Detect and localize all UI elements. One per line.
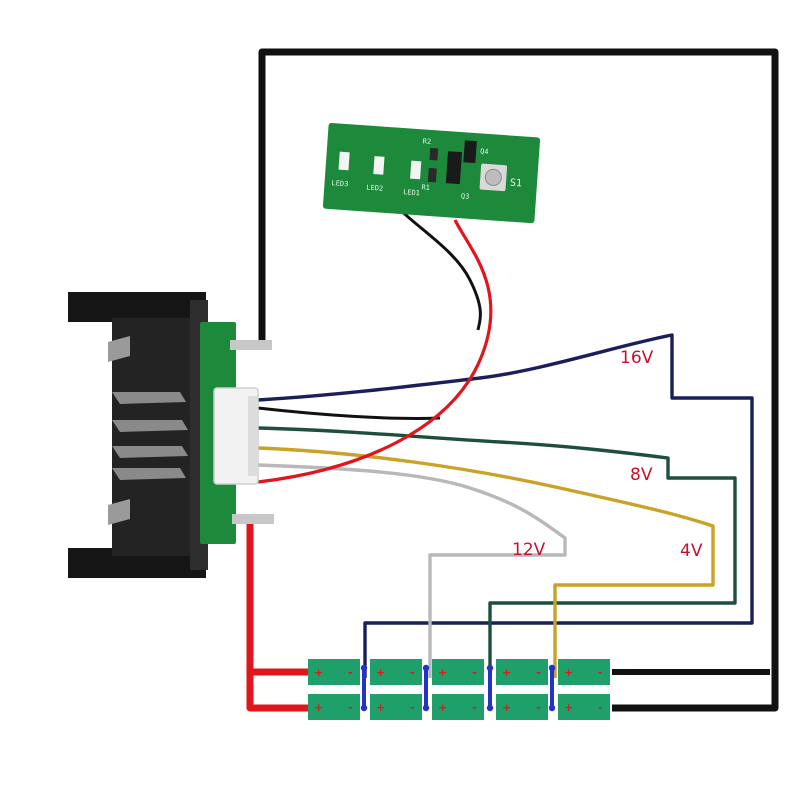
label-8v: 8V [630, 465, 653, 485]
tab-weld-dot [548, 704, 556, 712]
push-button-s1-icon [484, 168, 502, 186]
cell-minus-mark: - [410, 666, 415, 679]
battery-pack: + - + - + - + - + - + - + - + - + - + - [308, 659, 610, 720]
silkscreen-led1: LED1 [403, 188, 420, 197]
battery-cell [432, 659, 484, 685]
cell-minus-mark: - [598, 666, 603, 679]
red-main-wire [246, 520, 310, 712]
cell-minus-mark: - [348, 666, 353, 679]
transistor-q4-icon [463, 140, 477, 164]
battery-cell [308, 659, 360, 685]
gray-12v-wire [257, 463, 567, 678]
cell-minus-mark: - [472, 666, 477, 679]
battery-cell [432, 694, 484, 720]
silkscreen-s1: S1 [510, 178, 523, 190]
battery-cell [308, 694, 360, 720]
label-12v: 12V [512, 540, 546, 560]
silkscreen-q4: Q4 [480, 147, 489, 156]
led3-icon [338, 151, 350, 171]
tab-weld-dot [486, 704, 494, 712]
terminal-clip-4 [112, 468, 186, 480]
battery-cell [370, 694, 422, 720]
cell-minus-mark: - [410, 701, 415, 714]
resistor-r1-icon [427, 167, 437, 183]
silkscreen-r2: R2 [422, 137, 431, 146]
label-4v: 4V [680, 541, 703, 561]
led-indicator-board: LED3 LED2 LED1 R1 R2 Q3 Q4 S1 [322, 122, 541, 224]
terminal-clip-1 [112, 392, 186, 404]
silkscreen-q3: Q3 [461, 192, 470, 201]
battery-cell [370, 659, 422, 685]
bms-top-terminal [230, 340, 272, 350]
label-16v: 16V [620, 348, 654, 368]
tab-weld-dot [422, 664, 430, 672]
cell-minus-mark: - [536, 701, 541, 714]
tab-weld-dot [360, 704, 368, 712]
led1-icon [410, 160, 422, 180]
cell-plus-mark: + [438, 701, 447, 714]
cell-plus-mark: + [502, 666, 511, 679]
resistor-r2-icon [429, 147, 439, 161]
cell-plus-mark: + [314, 701, 323, 714]
cell-minus-mark: - [598, 701, 603, 714]
black-led-wire [393, 203, 482, 331]
terminal-clip-2 [112, 420, 188, 432]
cell-plus-mark: + [438, 666, 447, 679]
red-led-wire [257, 219, 493, 484]
black-balance-wire [257, 406, 441, 420]
battery-cell [558, 694, 610, 720]
cell-plus-mark: + [314, 666, 323, 679]
green-8v-wire [257, 426, 737, 678]
battery-cell [496, 694, 548, 720]
spring-contact-top [108, 336, 130, 362]
tab-weld-dot [548, 664, 556, 672]
navy-16v-wire [257, 333, 754, 678]
spring-contact-bottom [108, 499, 130, 525]
led2-icon [373, 156, 385, 175]
cell-minus-mark: - [536, 666, 541, 679]
bms-bottom-terminal [232, 514, 274, 524]
battery-cell [558, 659, 610, 685]
black-main-wire [258, 48, 779, 712]
cell-plus-mark: + [564, 701, 573, 714]
tab-weld-dot [360, 664, 368, 672]
silkscreen-r1: R1 [421, 183, 430, 192]
cell-plus-mark: + [564, 666, 573, 679]
terminal-clip-3 [112, 446, 188, 458]
silkscreen-led3: LED3 [331, 179, 348, 188]
tab-weld-dot [422, 704, 430, 712]
battery-terminal-holder [68, 292, 208, 578]
battery-cell [496, 659, 548, 685]
tab-weld-dot [486, 664, 494, 672]
cell-plus-mark: + [502, 701, 511, 714]
gold-4v-wire [257, 446, 715, 678]
transistor-q3-icon [445, 151, 463, 185]
cell-minus-mark: - [348, 701, 353, 714]
cell-plus-mark: + [376, 701, 385, 714]
silkscreen-led2: LED2 [366, 184, 383, 193]
cell-minus-mark: - [472, 701, 477, 714]
cell-plus-mark: + [376, 666, 385, 679]
